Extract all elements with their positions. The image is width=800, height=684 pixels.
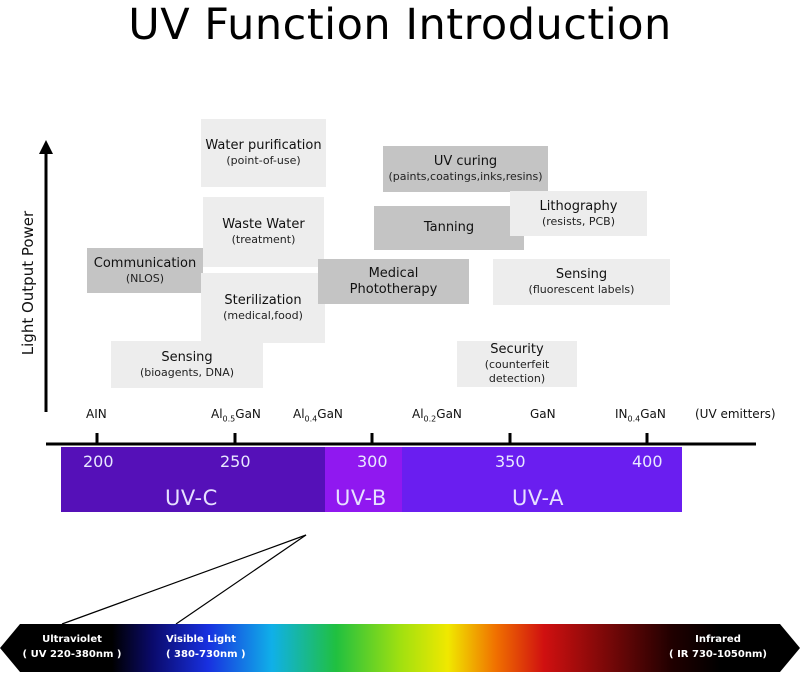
app-title: UV curing: [433, 154, 498, 169]
emitter-note: (UV emitters): [695, 407, 776, 421]
app-title: Communication: [93, 255, 197, 271]
zoom-line: [175, 534, 307, 625]
spectrum-range: ( IR 730-1050nm): [669, 649, 767, 660]
y-axis-label: Light Output Power: [19, 210, 37, 356]
emitter-gan: GaN: [530, 407, 556, 421]
app-subtitle: (counterfeit detection): [484, 358, 550, 385]
app-uv-curing: UV curing (paints,coatings,inks,resins): [383, 146, 548, 192]
spectrum-label: Infrared: [695, 634, 741, 645]
page-title: UV Function Introduction: [128, 0, 672, 50]
app-water-purification: Water purification (point-of-use): [201, 119, 326, 187]
app-title: Lithography: [539, 198, 618, 214]
band-label-uva: UV-A: [512, 486, 564, 510]
app-sensing-bio: Sensing (bioagents, DNA): [111, 341, 263, 388]
spectrum-range: ( UV 220-380nm ): [22, 649, 122, 660]
spectrum-ultraviolet: Ultraviolet ( UV 220-380nm ): [20, 632, 124, 662]
tick-label-400: 400: [632, 452, 663, 471]
spectrum-infrared: Infrared ( IR 730-1050nm): [666, 632, 770, 662]
emitter-in04gan: IN0.4GaN: [615, 407, 666, 424]
tick-label-300: 300: [357, 452, 388, 471]
band-uvb: [325, 447, 402, 512]
app-subtitle: (medical,food): [223, 309, 303, 322]
app-title: Tanning: [423, 220, 475, 235]
app-communication: Communication (NLOS): [87, 248, 203, 293]
zoom-line: [61, 534, 307, 625]
spectrum-visible: Visible Light ( 380-730nm ): [166, 632, 258, 662]
emitter-al04gan: Al0.4GaN: [293, 407, 343, 424]
band-uva: [402, 447, 682, 512]
app-title: Waste Water: [222, 217, 305, 232]
app-title: Sterilization: [224, 293, 302, 308]
app-subtitle: (resists, PCB): [541, 214, 616, 228]
app-sterilization: Sterilization (medical,food): [201, 273, 325, 343]
spectrum-label: Ultraviolet: [42, 634, 102, 645]
spectrum-bar: [0, 624, 800, 672]
tick-label-200: 200: [83, 452, 114, 471]
app-subtitle: (point-of-use): [226, 154, 301, 167]
tick-label-350: 350: [495, 452, 526, 471]
app-subtitle: (bioagents, DNA): [139, 365, 235, 379]
app-lithography: Lithography (resists, PCB): [510, 191, 647, 236]
app-subtitle: (treatment): [231, 233, 296, 246]
tick-label-250: 250: [220, 452, 251, 471]
app-tanning: Tanning: [374, 206, 524, 250]
app-subtitle: (NLOS): [125, 271, 165, 285]
app-sensing-fluorescent: Sensing (fluorescent labels): [493, 259, 670, 305]
app-subtitle: (paints,coatings,inks,resins): [388, 170, 543, 183]
band-label-uvc: UV-C: [165, 486, 218, 510]
spectrum-range: ( 380-730nm ): [166, 649, 246, 660]
band-uvc: [61, 447, 325, 512]
wavelength-axis: [46, 433, 756, 512]
app-security: Security (counterfeit detection): [457, 341, 577, 387]
app-medical-phototherapy: Medical Phototherapy: [318, 259, 469, 304]
emitter-ain: AIN: [86, 407, 107, 421]
emitter-al05gan: Al0.5GaN: [211, 407, 261, 424]
y-axis-arrow: [39, 140, 53, 412]
app-waste-water: Waste Water (treatment): [203, 197, 324, 267]
app-title: Security: [490, 342, 544, 357]
app-subtitle: (fluorescent labels): [528, 283, 635, 296]
spectrum-label: Visible Light: [166, 634, 237, 645]
app-title: Medical Phototherapy: [349, 265, 438, 297]
light-spectrum: [0, 534, 800, 672]
emitter-al02gan: Al0.2GaN: [412, 407, 462, 424]
band-label-uvb: UV-B: [335, 486, 387, 510]
app-title: Sensing: [555, 267, 608, 282]
app-title: Sensing: [161, 349, 213, 365]
app-title: Water purification: [205, 138, 322, 153]
